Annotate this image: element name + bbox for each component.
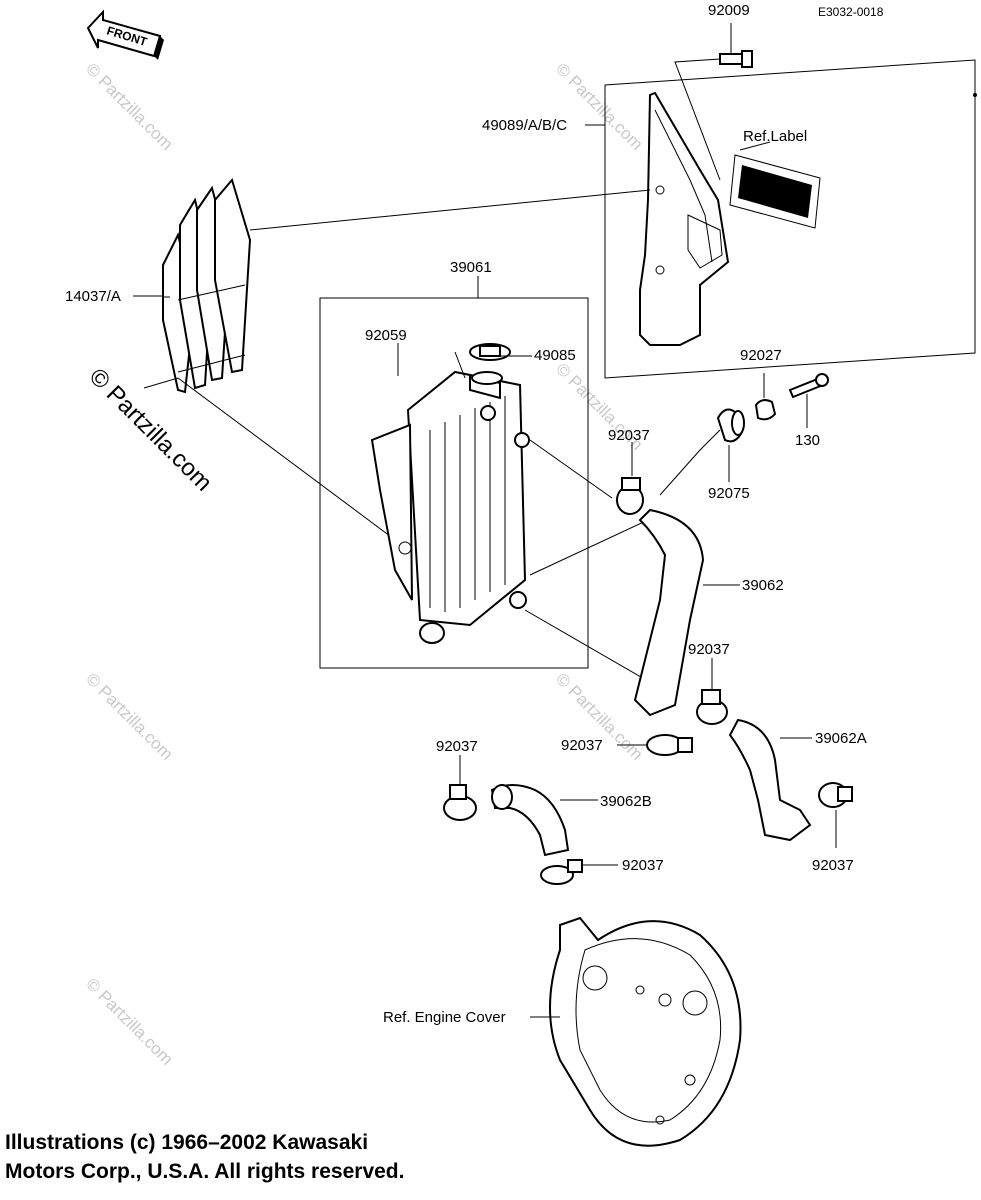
callout-ref-label: Ref.Label	[743, 128, 807, 145]
hose-39062	[633, 508, 740, 717]
callout-92027: 92027	[740, 347, 782, 364]
radiator-guard	[143, 177, 651, 543]
callout-92009: 92009	[708, 2, 750, 19]
clamp-92037-a	[616, 442, 644, 515]
callout-ref-engine-cover: Ref. Engine Cover	[383, 1009, 506, 1026]
front-arrow-icon: FRONT	[86, 9, 164, 60]
bolt-92009	[674, 23, 753, 181]
watermarks: © Partzilla.com © Partzilla.com © Partzi…	[82, 59, 646, 1068]
callout-92037-b: 92037	[688, 641, 730, 658]
clamp-92037-b	[696, 658, 728, 725]
callout-39062b: 39062B	[600, 793, 652, 810]
mount-hardware	[716, 373, 829, 482]
copyright-notice: Illustrations (c) 1966–2002 Kawasaki Mot…	[5, 1128, 404, 1186]
callout-39062: 39062	[742, 577, 784, 594]
callout-130: 130	[795, 432, 820, 449]
callout-92037-d: 92037	[436, 738, 478, 755]
callout-92037-c: 92037	[561, 737, 603, 754]
clamp-92037-d	[443, 755, 477, 821]
callout-92037-f: 92037	[812, 857, 854, 874]
callout-49089: 49089/A/B/C	[482, 117, 567, 134]
callout-92059: 92059	[365, 327, 407, 344]
callout-92037-a: 92037	[608, 427, 650, 444]
radiator-box	[319, 276, 589, 669]
engine-cover	[530, 916, 742, 1147]
callout-92037-e: 92037	[622, 857, 664, 874]
callout-labels: 92009 49089/A/B/C Ref.Label 39061 14037/…	[65, 2, 867, 1026]
copyright-line-1: Illustrations (c) 1966–2002 Kawasaki	[5, 1131, 369, 1154]
shroud-box	[604, 59, 976, 379]
watermark: © Partzilla.com	[552, 59, 646, 153]
clamp-92037-f	[818, 782, 853, 848]
callout-14037: 14037/A	[65, 288, 121, 305]
diagram-code: E3032-0018	[818, 5, 884, 19]
hose-39062b	[490, 784, 598, 857]
callout-92075: 92075	[708, 485, 750, 502]
clamp-92037-e	[540, 859, 618, 885]
callout-39062a: 39062A	[815, 730, 867, 747]
watermark: © Partzilla.com	[82, 59, 176, 153]
copyright-line-2: Motors Corp., U.S.A. All rights reserved…	[5, 1160, 405, 1183]
clamp-92037-c	[617, 734, 693, 756]
watermark: © Partzilla.com	[82, 669, 176, 763]
callout-49085: 49085	[534, 347, 576, 364]
watermark: © Partzilla.com	[82, 974, 176, 1068]
callout-39061: 39061	[450, 259, 492, 276]
speck	[973, 93, 977, 97]
hose-39062a	[728, 718, 812, 842]
